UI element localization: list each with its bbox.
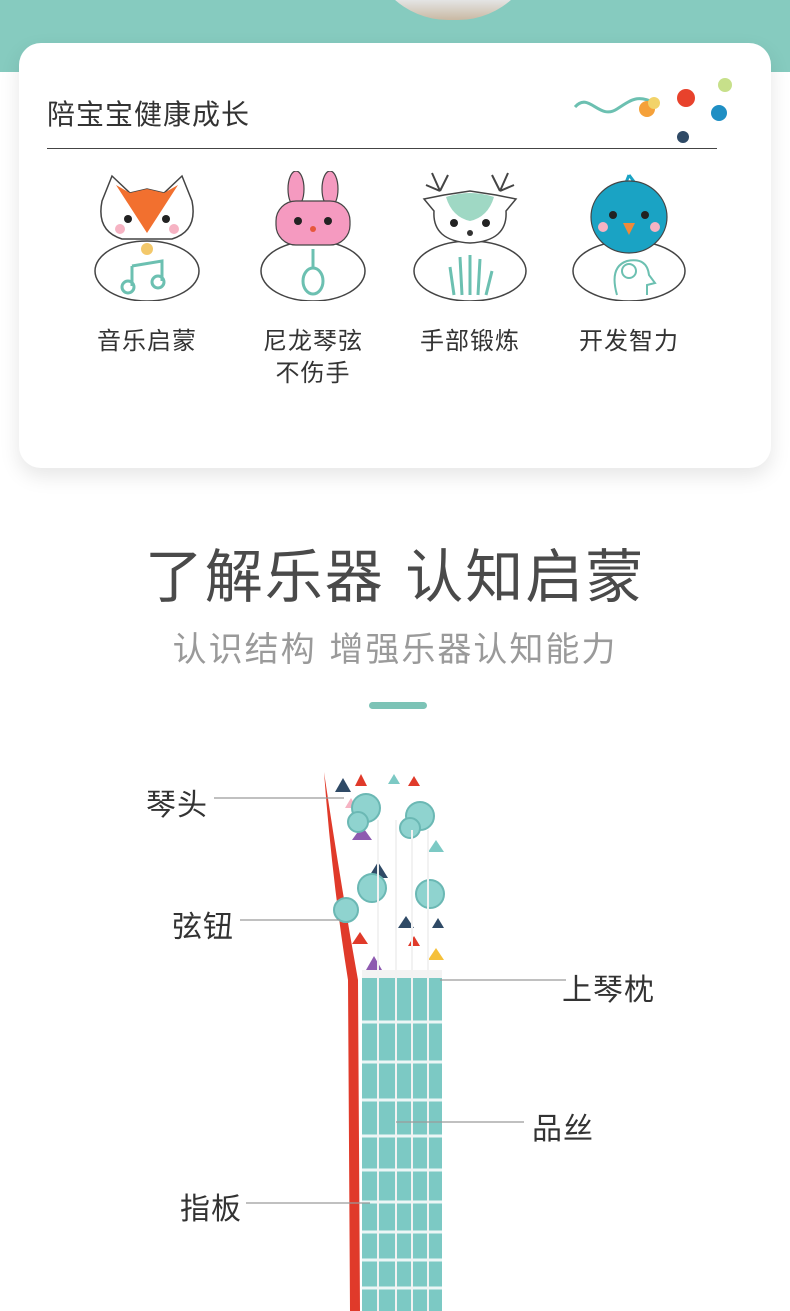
feature-nylon-strings: 尼龙琴弦 不伤手 — [243, 171, 383, 389]
fretboard — [362, 820, 442, 1311]
bird-brain-icon — [572, 174, 686, 301]
feature-label: 手部锻炼 — [420, 327, 520, 355]
tuning-pegs — [333, 793, 445, 923]
section-headline: 了解乐器 认知启蒙 — [144, 543, 646, 611]
card-title: 陪宝宝健康成长 — [47, 98, 251, 131]
deer-hand-icon — [413, 172, 527, 301]
feature-label: 音乐启蒙 — [97, 327, 197, 355]
feature-label: 开发智力 — [579, 327, 679, 355]
feature-develop-intelligence: 开发智力 — [559, 171, 699, 357]
label-headstock: 琴头 — [146, 788, 208, 823]
label-nut: 上琴枕 — [562, 973, 655, 1008]
feature-label: 尼龙琴弦 不伤手 — [243, 325, 383, 389]
section-subheadline: 认识结构 增强乐器认知能力 — [172, 630, 618, 670]
decorative-dots-icon — [573, 78, 732, 143]
ukulele-diagram — [214, 772, 566, 1311]
features-card: 陪宝宝健康成长 音乐启蒙 — [19, 43, 771, 468]
label-tuning-peg: 弦钮 — [172, 910, 234, 945]
rabbit-ukulele-icon — [260, 171, 366, 301]
fox-music-note-icon — [94, 174, 200, 301]
label-leader-lines — [214, 797, 566, 1204]
product-image-fragment — [368, 0, 538, 20]
feature-label-line2: 不伤手 — [275, 359, 351, 387]
feature-hand-exercise: 手部锻炼 — [400, 171, 540, 357]
label-fretboard: 指板 — [180, 1192, 242, 1227]
accent-divider — [369, 702, 427, 709]
feature-music-enlightenment: 音乐启蒙 — [77, 171, 217, 357]
label-fret: 品丝 — [532, 1112, 594, 1147]
card-divider — [47, 148, 717, 149]
feature-label-line1: 尼龙琴弦 — [263, 327, 363, 355]
